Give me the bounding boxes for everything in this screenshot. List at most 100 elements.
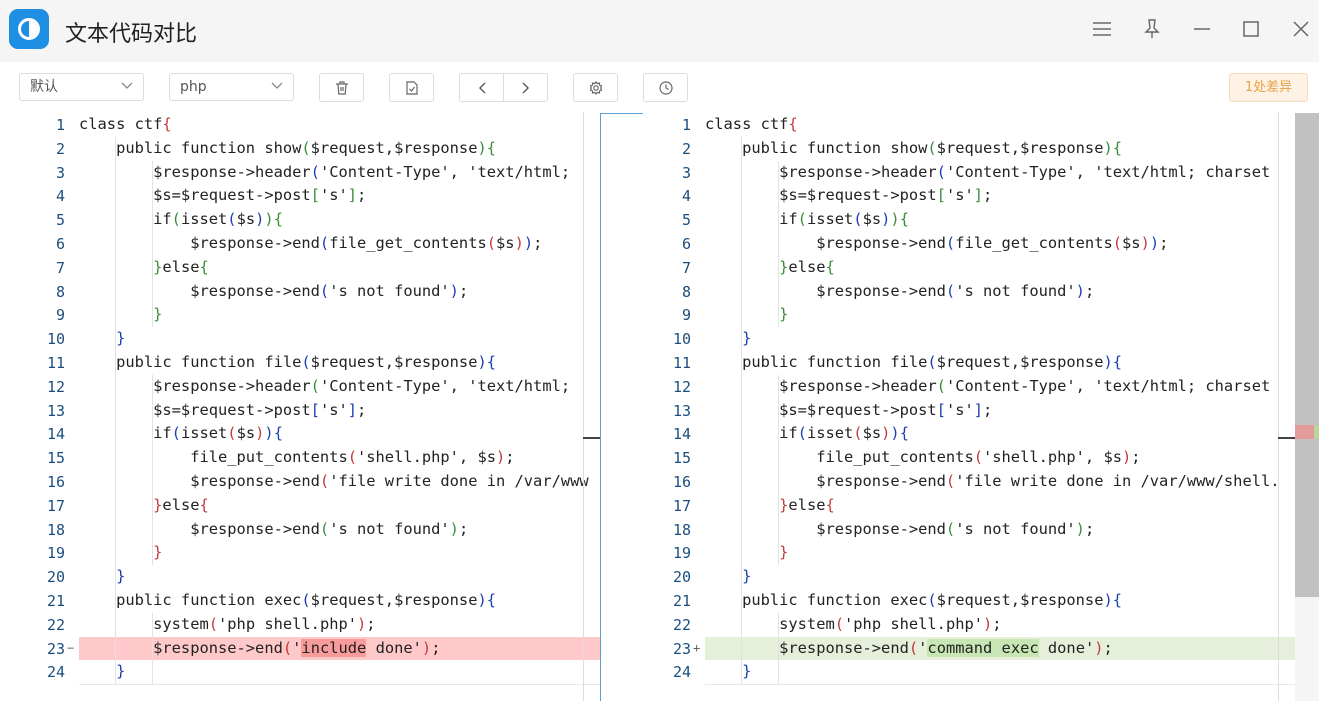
- code-line[interactable]: 13 $s=$request->post['s'];: [643, 399, 1295, 423]
- line-number: 20: [46, 568, 65, 587]
- language-select[interactable]: php: [169, 73, 294, 101]
- code-line[interactable]: 15 file_put_contents('shell.php', $s);: [643, 446, 1295, 470]
- code-text: }: [116, 329, 126, 348]
- line-number: 9: [55, 306, 65, 325]
- line-number: 18: [46, 520, 65, 539]
- code-line[interactable]: 21 public function exec($request,$respon…: [643, 589, 1295, 613]
- indent-guide: [741, 136, 742, 685]
- code-line[interactable]: 3 $response->header('Content-Type', 'tex…: [0, 161, 600, 185]
- line-number: 22: [672, 615, 691, 634]
- code-line[interactable]: 7 }else{: [643, 256, 1295, 280]
- code-line[interactable]: 14 if(isset($s)){: [0, 422, 600, 446]
- editor-end-line: [705, 684, 1295, 686]
- code-text: $s=$request->post['s'];: [705, 400, 993, 419]
- language-select-value: php: [180, 79, 207, 95]
- code-line[interactable]: +23 $response->end('command exec done');: [643, 636, 1295, 661]
- code-line[interactable]: 13 $s=$request->post['s'];: [0, 399, 600, 423]
- code-text: }: [779, 543, 789, 562]
- code-text: $response->end('command exec done');: [705, 638, 1113, 657]
- code-line[interactable]: 8 $response->end('s not found');: [643, 280, 1295, 304]
- line-number: 21: [672, 592, 691, 610]
- maximize-icon[interactable]: [1236, 14, 1266, 44]
- code-line[interactable]: 6 $response->end(file_get_contents($s));: [643, 232, 1295, 256]
- code-line[interactable]: −23 $response->end('include done');: [0, 636, 600, 661]
- code-text: $response->end('include done');: [79, 638, 441, 657]
- code-line[interactable]: 20 }: [0, 565, 600, 589]
- settings-button[interactable]: [573, 73, 618, 102]
- code-text: class ctf{: [705, 115, 798, 133]
- code-text: $s=$request->post['s'];: [705, 186, 993, 205]
- minimap-divider: [583, 112, 584, 701]
- code-line[interactable]: 10 }: [643, 327, 1295, 351]
- code-line[interactable]: 4 $s=$request->post['s'];: [0, 184, 600, 208]
- close-icon[interactable]: [1286, 14, 1316, 44]
- next-diff-button[interactable]: [503, 74, 547, 101]
- change-marker: +: [693, 640, 701, 655]
- pin-icon[interactable]: [1137, 14, 1167, 44]
- indent-guide: [152, 160, 153, 328]
- code-line[interactable]: 2 public function show($request,$respons…: [643, 137, 1295, 161]
- history-button[interactable]: [643, 73, 688, 102]
- code-line[interactable]: 6 $response->end(file_get_contents($s));: [0, 232, 600, 256]
- code-line[interactable]: 2 public function show($request,$respons…: [0, 137, 600, 161]
- code-line[interactable]: 22 system('php shell.php');: [643, 613, 1295, 637]
- menu-icon[interactable]: [1087, 14, 1117, 44]
- code-line[interactable]: 19 }: [0, 541, 600, 565]
- code-line[interactable]: 3 $response->header('Content-Type', 'tex…: [643, 161, 1295, 185]
- previous-diff-button[interactable]: [460, 74, 503, 101]
- code-line[interactable]: 9 }: [0, 303, 600, 327]
- code-line[interactable]: 12 $response->header('Content-Type', 'te…: [0, 375, 600, 399]
- mode-select[interactable]: 默认: [19, 73, 144, 101]
- toolbar: 默认 php 1处差异: [0, 62, 1319, 112]
- line-number: 18: [672, 520, 691, 539]
- code-line[interactable]: 18 $response->end('s not found');: [643, 518, 1295, 542]
- code-line[interactable]: 11 public function file($request,$respon…: [643, 351, 1295, 375]
- line-number: 10: [46, 330, 65, 349]
- scrollbar-thumb[interactable]: [1295, 113, 1319, 597]
- code-line[interactable]: 24 }: [643, 660, 1295, 684]
- code-line[interactable]: 22 system('php shell.php');: [0, 613, 600, 637]
- code-line[interactable]: 21 public function exec($request,$respon…: [0, 589, 600, 613]
- line-number: 7: [55, 258, 65, 277]
- code-text: }: [116, 662, 126, 681]
- code-line[interactable]: 11 public function file($request,$respon…: [0, 351, 600, 375]
- diff-count-badge[interactable]: 1处差异: [1229, 73, 1308, 102]
- code-line[interactable]: 4 $s=$request->post['s'];: [643, 184, 1295, 208]
- clear-button[interactable]: [319, 73, 364, 102]
- code-line[interactable]: 15 file_put_contents('shell.php', $s);: [0, 446, 600, 470]
- code-line[interactable]: 20 }: [643, 565, 1295, 589]
- indent-guide: [778, 612, 779, 685]
- code-line[interactable]: 24 }: [0, 660, 600, 684]
- format-button[interactable]: [389, 73, 434, 102]
- line-number: 24: [672, 663, 691, 682]
- code-line[interactable]: 17 }else{: [643, 494, 1295, 518]
- code-line[interactable]: 14 if(isset($s)){: [643, 422, 1295, 446]
- line-number: 23: [46, 639, 65, 658]
- code-line[interactable]: 16 $response->end('file write done in /v…: [0, 470, 600, 494]
- code-text: $response->end(file_get_contents($s));: [705, 234, 1169, 252]
- editor-end-line: [79, 684, 600, 686]
- code-line[interactable]: 7 }else{: [0, 256, 600, 280]
- code-text: $response->header('Content-Type', 'text/…: [79, 162, 571, 181]
- code-line[interactable]: 12 $response->header('Content-Type', 'te…: [643, 375, 1295, 399]
- code-line[interactable]: 8 $response->end('s not found');: [0, 280, 600, 304]
- line-number: 22: [46, 615, 65, 634]
- minimize-icon[interactable]: [1187, 14, 1217, 44]
- code-line[interactable]: 18 $response->end('s not found');: [0, 518, 600, 542]
- line-number: 4: [55, 187, 65, 206]
- code-line[interactable]: 5 if(isset($s)){: [643, 208, 1295, 232]
- code-line[interactable]: 17 }else{: [0, 494, 600, 518]
- code-line[interactable]: 19 }: [643, 541, 1295, 565]
- line-number: 6: [681, 235, 691, 253]
- line-number: 11: [46, 354, 65, 372]
- code-line[interactable]: 10 }: [0, 327, 600, 351]
- code-line[interactable]: 5 if(isset($s)){: [0, 208, 600, 232]
- line-number: 19: [672, 544, 691, 563]
- code-line[interactable]: 9 }: [643, 303, 1295, 327]
- line-number: 23: [672, 639, 691, 658]
- code-line[interactable]: 16 $response->end('file write done in /v…: [643, 470, 1295, 494]
